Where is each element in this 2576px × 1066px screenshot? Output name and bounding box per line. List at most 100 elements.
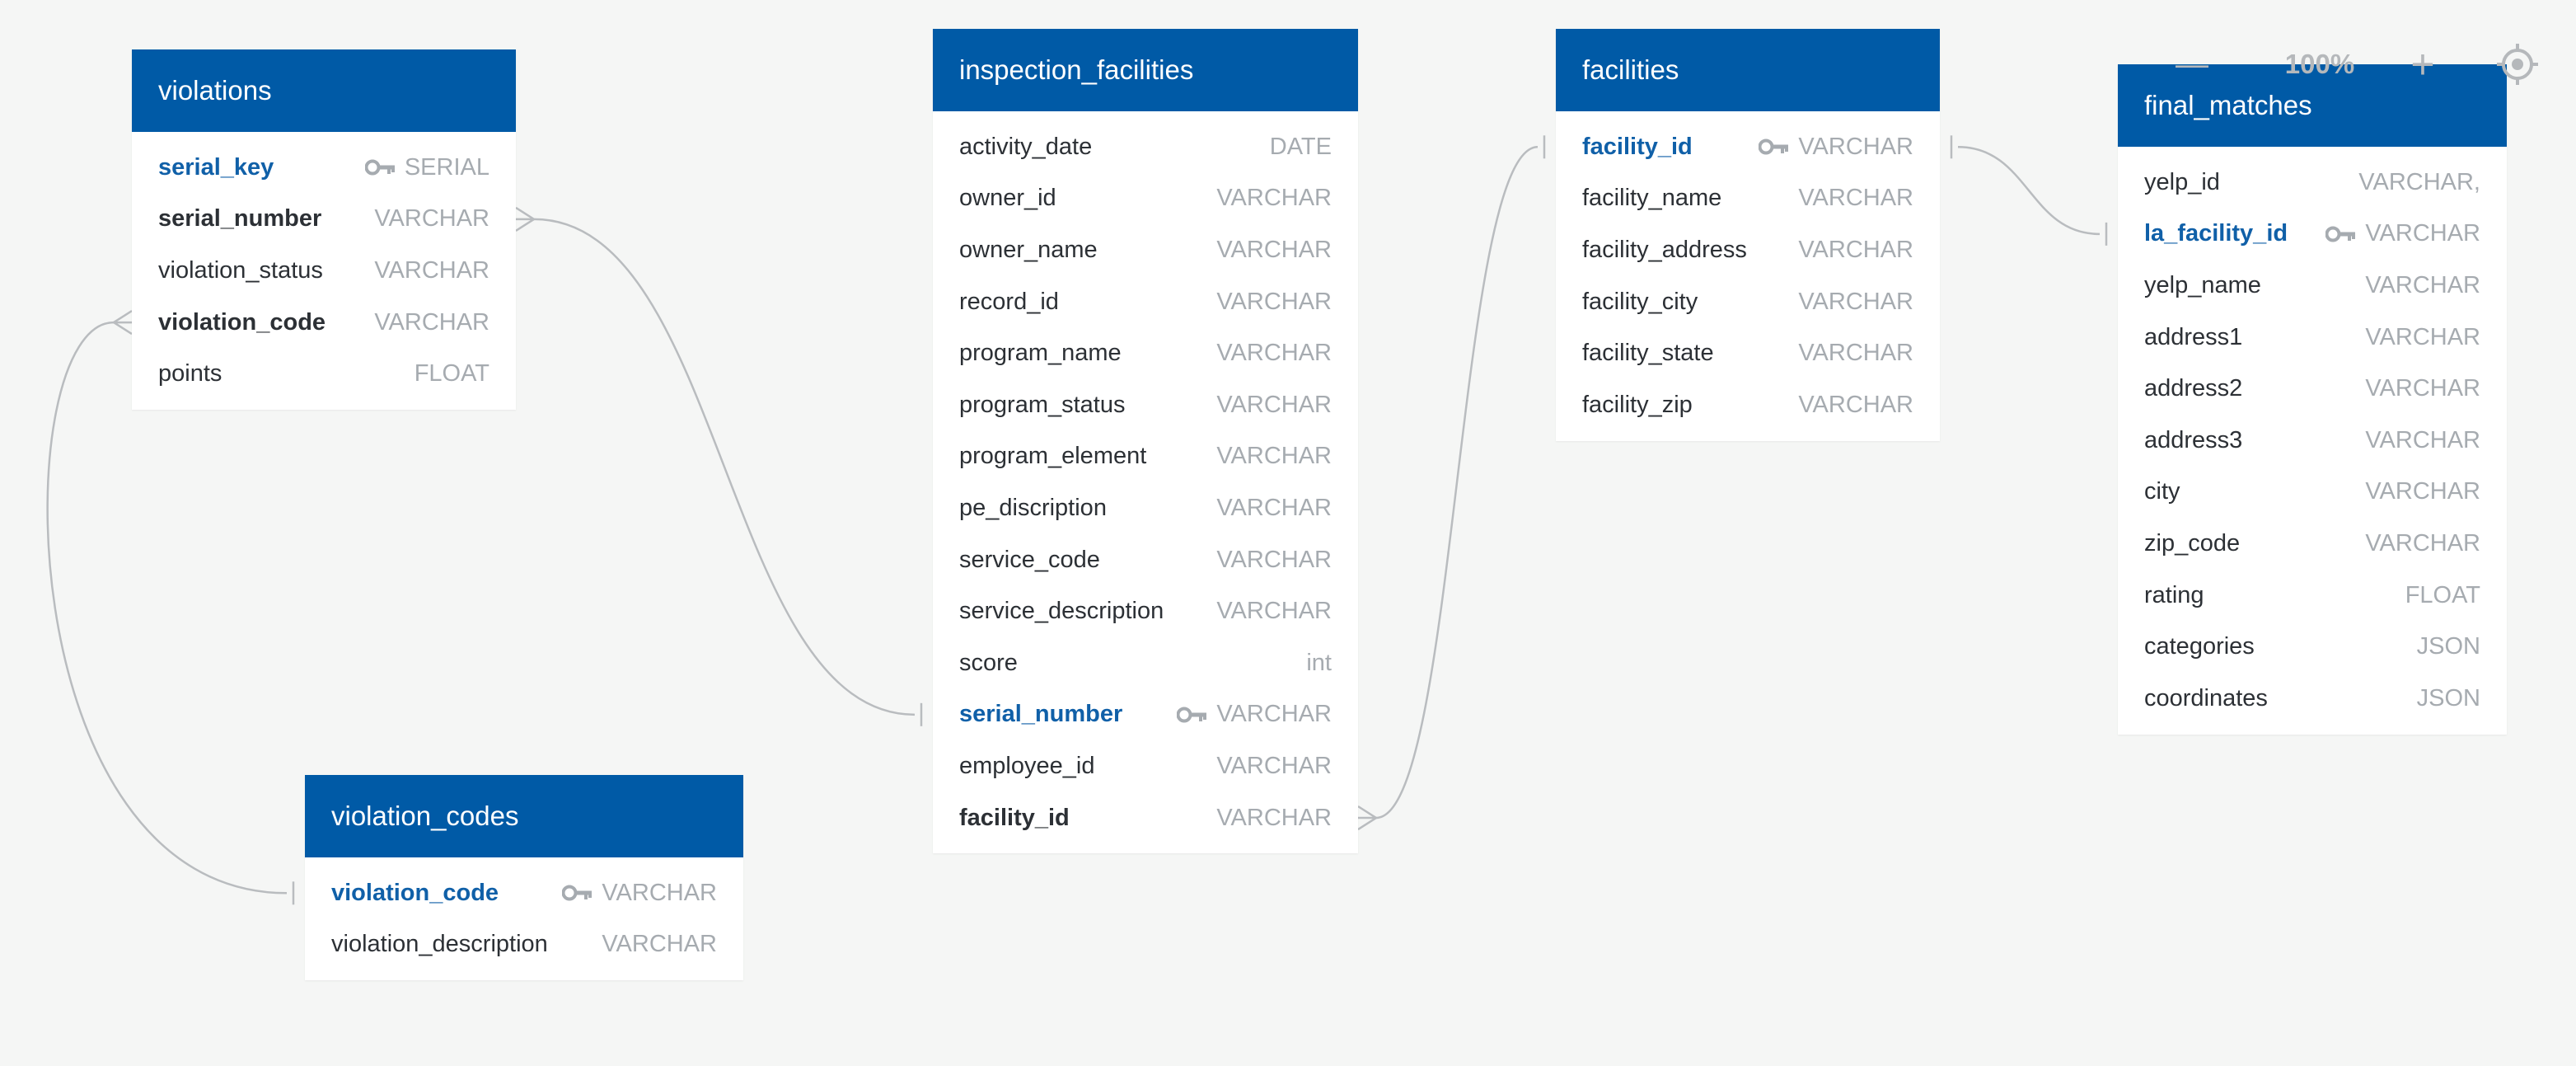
key-icon [1759, 139, 1789, 155]
field-type: VARCHAR [1177, 701, 1332, 728]
field-type: FLOAT [415, 360, 489, 387]
table-title[interactable]: violations [132, 49, 516, 132]
zoom-controls: — 100% + [2163, 38, 2559, 91]
field-type: JSON [2417, 685, 2480, 712]
field-type: VARCHAR [374, 205, 489, 232]
field-row-coordinates[interactable]: coordinates JSON [2118, 673, 2507, 725]
recenter-button[interactable] [2489, 38, 2546, 91]
field-name: coordinates [2144, 684, 2268, 711]
field-row-record-id[interactable]: record_id VARCHAR [933, 276, 1358, 328]
field-name: record_id [959, 288, 1059, 315]
field-type-label: VARCHAR [1798, 236, 1913, 263]
relationship-line [1957, 146, 2101, 236]
field-name: violation_code [331, 879, 499, 906]
field-type: JSON [2417, 633, 2480, 660]
plus-icon: + [2410, 41, 2435, 87]
field-type-label: VARCHAR [374, 256, 489, 284]
field-row-yelp-name[interactable]: yelp_name VARCHAR [2118, 260, 2507, 312]
field-name: yelp_name [2144, 271, 2261, 298]
field-type-label: VARCHAR [1798, 340, 1913, 367]
field-type: VARCHAR [1216, 289, 1332, 316]
field-name: address3 [2144, 426, 2243, 453]
table-title[interactable]: facilities [1556, 29, 1940, 111]
field-name: facility_name [1582, 185, 1722, 212]
field-type-label: VARCHAR [2365, 375, 2480, 402]
field-type: VARCHAR [1216, 598, 1332, 625]
key-icon [2325, 226, 2356, 242]
field-type-label: VARCHAR [602, 931, 717, 958]
field-type-label: VARCHAR [2365, 323, 2480, 350]
field-type: VARCHAR [562, 880, 717, 907]
field-row-violation-code[interactable]: violation_code VARCHAR [305, 867, 743, 919]
field-type-label: VARCHAR [1216, 494, 1332, 521]
field-type: VARCHAR [602, 931, 717, 958]
field-type: VARCHAR [2365, 530, 2480, 557]
crowfoot-marker [515, 206, 535, 232]
table-title[interactable]: violation_codes [305, 775, 743, 857]
field-type-label: VARCHAR [1216, 598, 1332, 625]
field-type: VARCHAR [1216, 185, 1332, 212]
field-type: VARCHAR [2365, 478, 2480, 505]
field-row-serial-number[interactable]: serial_number VARCHAR [933, 689, 1358, 741]
field-type: VARCHAR [1759, 134, 1913, 161]
field-type-label: VARCHAR [1216, 236, 1332, 263]
field-name: serial_number [959, 701, 1123, 728]
field-type-label: VARCHAR [2365, 529, 2480, 556]
field-name: employee_id [959, 752, 1095, 779]
field-type-label: VARCHAR [1216, 443, 1332, 470]
zoom-in-button[interactable]: + [2394, 38, 2452, 91]
field-type-label: VARCHAR [2365, 478, 2480, 505]
field-name: violation_code [158, 308, 326, 336]
field-name: program_name [959, 340, 1122, 367]
field-type-label: VARCHAR [1216, 752, 1332, 779]
field-type: VARCHAR [1798, 289, 1913, 316]
field-type: VARCHAR [2365, 272, 2480, 299]
table-title[interactable]: final_matches [2118, 64, 2507, 147]
field-type: VARCHAR [1216, 443, 1332, 470]
field-row-employee-id[interactable]: employee_id VARCHAR [933, 740, 1358, 792]
zoom-out-button[interactable]: — [2163, 38, 2221, 91]
field-type-label: JSON [2416, 633, 2480, 660]
table-title[interactable]: inspection_facilities [933, 29, 1358, 111]
